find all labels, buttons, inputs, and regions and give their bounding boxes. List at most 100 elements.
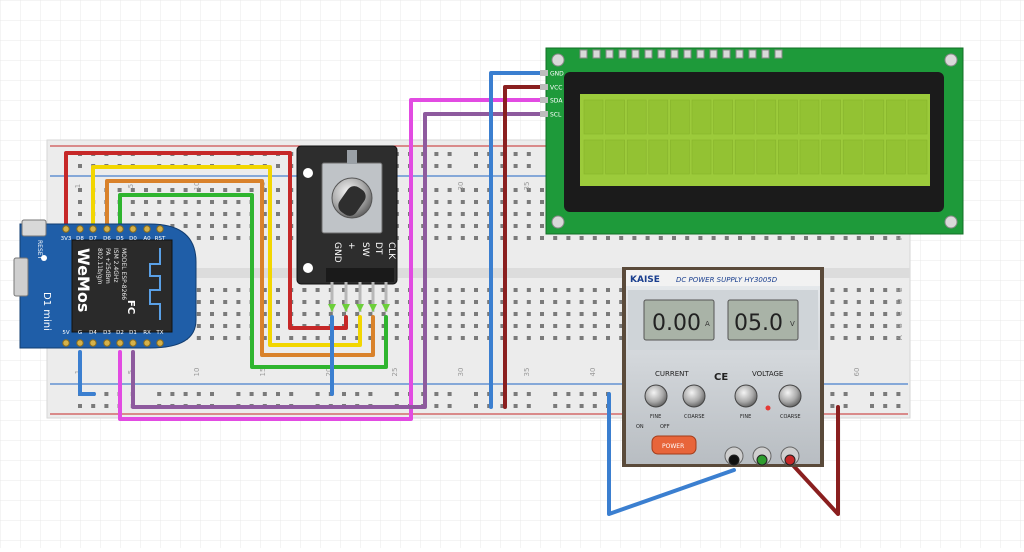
breadboard-hole[interactable]: [645, 236, 650, 240]
breadboard-hole[interactable]: [196, 336, 201, 340]
breadboard-hole[interactable]: [434, 392, 439, 396]
breadboard-hole[interactable]: [262, 312, 267, 316]
breadboard-hole[interactable]: [513, 224, 518, 228]
breadboard-hole[interactable]: [78, 212, 82, 216]
breadboard-hole[interactable]: [896, 236, 901, 240]
breadboard-hole[interactable]: [262, 200, 267, 204]
breadboard-hole[interactable]: [210, 288, 214, 292]
breadboard-hole[interactable]: [579, 392, 584, 396]
wemos-pin[interactable]: [103, 225, 111, 233]
breadboard-hole[interactable]: [276, 324, 280, 328]
breadboard-hole[interactable]: [526, 236, 531, 240]
breadboard-hole[interactable]: [830, 404, 835, 408]
psu-terminal[interactable]: [728, 454, 740, 466]
breadboard-hole[interactable]: [210, 188, 214, 192]
breadboard-hole[interactable]: [276, 164, 280, 168]
breadboard-hole[interactable]: [262, 300, 267, 304]
breadboard-hole[interactable]: [223, 188, 228, 192]
breadboard-hole[interactable]: [315, 288, 320, 292]
breadboard-hole[interactable]: [619, 336, 624, 340]
breadboard-hole[interactable]: [196, 212, 201, 216]
breadboard-hole[interactable]: [526, 300, 531, 304]
breadboard-hole[interactable]: [738, 236, 742, 240]
breadboard-hole[interactable]: [474, 164, 478, 168]
breadboard-hole[interactable]: [553, 312, 558, 316]
breadboard-hole[interactable]: [500, 152, 505, 156]
breadboard-hole[interactable]: [262, 212, 267, 216]
encoder-pin[interactable]: [371, 282, 375, 312]
breadboard-hole[interactable]: [526, 164, 531, 168]
breadboard-hole[interactable]: [276, 288, 280, 292]
breadboard-hole[interactable]: [447, 188, 452, 192]
lcd-i2c-pin[interactable]: [540, 97, 548, 103]
breadboard-hole[interactable]: [276, 188, 280, 192]
breadboard-hole[interactable]: [196, 288, 201, 292]
wemos-pin[interactable]: [89, 225, 97, 233]
breadboard-hole[interactable]: [328, 312, 333, 316]
breadboard-hole[interactable]: [355, 300, 360, 304]
breadboard-hole[interactable]: [883, 236, 888, 240]
breadboard-hole[interactable]: [817, 236, 822, 240]
breadboard-hole[interactable]: [130, 212, 135, 216]
breadboard-hole[interactable]: [500, 312, 505, 316]
breadboard-hole[interactable]: [236, 324, 241, 328]
breadboard-hole[interactable]: [460, 300, 465, 304]
breadboard-hole[interactable]: [526, 336, 531, 340]
breadboard-hole[interactable]: [896, 336, 901, 340]
breadboard-hole[interactable]: [606, 300, 610, 304]
breadboard-hole[interactable]: [843, 324, 848, 328]
breadboard-hole[interactable]: [394, 336, 399, 340]
breadboard-hole[interactable]: [434, 164, 439, 168]
breadboard-hole[interactable]: [460, 312, 465, 316]
wemos-pin[interactable]: [129, 225, 137, 233]
breadboard-hole[interactable]: [302, 288, 307, 292]
breadboard-hole[interactable]: [500, 336, 505, 340]
breadboard-hole[interactable]: [368, 324, 373, 328]
breadboard-hole[interactable]: [553, 392, 558, 396]
breadboard-hole[interactable]: [262, 392, 267, 396]
breadboard-hole[interactable]: [196, 312, 201, 316]
breadboard-hole[interactable]: [434, 288, 439, 292]
wemos-pin[interactable]: [116, 225, 124, 233]
breadboard-hole[interactable]: [223, 236, 228, 240]
breadboard-hole[interactable]: [870, 300, 874, 304]
breadboard-hole[interactable]: [342, 392, 346, 396]
breadboard-hole[interactable]: [276, 236, 280, 240]
breadboard-hole[interactable]: [447, 224, 452, 228]
breadboard-hole[interactable]: [210, 300, 214, 304]
breadboard-hole[interactable]: [157, 188, 162, 192]
wire-red-lcd-vcc-to-rail[interactable]: [503, 85, 548, 409]
breadboard-hole[interactable]: [658, 236, 663, 240]
breadboard-hole[interactable]: [249, 188, 254, 192]
breadboard-hole[interactable]: [579, 300, 584, 304]
wire-purple-d1-to-lcd-scl[interactable]: [131, 112, 548, 409]
wemos-pin[interactable]: [62, 225, 70, 233]
breadboard-hole[interactable]: [579, 324, 584, 328]
wire-red-rail-to-psu-positive[interactable]: [788, 405, 840, 516]
breadboard-hole[interactable]: [843, 288, 848, 292]
breadboard-hole[interactable]: [883, 324, 888, 328]
wemos-pin[interactable]: [156, 225, 164, 233]
breadboard-hole[interactable]: [434, 152, 439, 156]
breadboard-hole[interactable]: [830, 392, 835, 396]
breadboard-hole[interactable]: [526, 200, 531, 204]
breadboard-hole[interactable]: [711, 236, 716, 240]
breadboard-hole[interactable]: [592, 404, 597, 408]
breadboard-hole[interactable]: [183, 200, 188, 204]
breadboard-hole[interactable]: [474, 200, 478, 204]
breadboard-hole[interactable]: [104, 392, 109, 396]
breadboard-hole[interactable]: [843, 236, 848, 240]
breadboard-hole[interactable]: [183, 224, 188, 228]
wemos-pin[interactable]: [62, 339, 70, 347]
breadboard-hole[interactable]: [460, 212, 465, 216]
encoder-pin[interactable]: [344, 282, 348, 312]
voltage-fine-knob[interactable]: [734, 384, 758, 408]
breadboard-hole[interactable]: [315, 392, 320, 396]
breadboard-hole[interactable]: [566, 336, 571, 340]
breadboard-hole[interactable]: [474, 152, 478, 156]
breadboard-hole[interactable]: [592, 288, 597, 292]
breadboard-hole[interactable]: [434, 188, 439, 192]
breadboard-hole[interactable]: [592, 300, 597, 304]
breadboard-hole[interactable]: [751, 236, 756, 240]
breadboard-hole[interactable]: [883, 392, 888, 396]
